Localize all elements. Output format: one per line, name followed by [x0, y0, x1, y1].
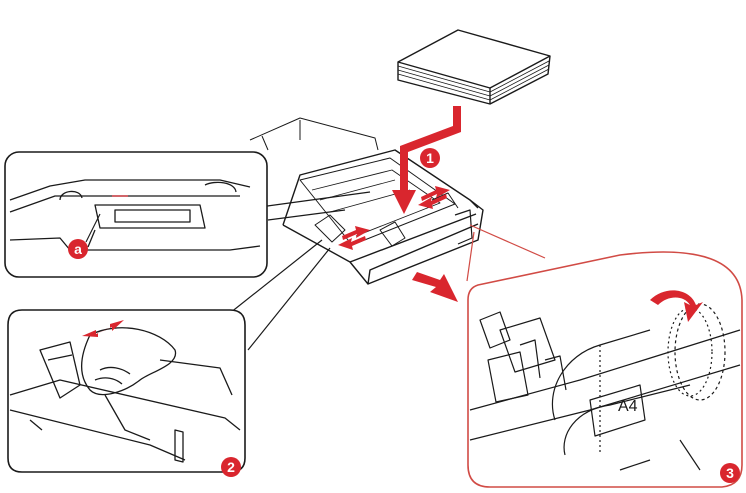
push-tray-arrow: [412, 272, 458, 302]
marker-2: [221, 457, 241, 477]
marker-2-label: 2: [227, 459, 235, 475]
callout-leader-lines: [229, 191, 371, 351]
marker-3-label: 3: [726, 465, 734, 481]
rotate-dial-arrow: [650, 290, 703, 322]
callout-size-dial-detail: A4 3: [467, 251, 743, 488]
callout-leader-lines-red: [466, 224, 546, 282]
size-dial-label: A4: [618, 398, 638, 415]
printer-tray-drawing: [249, 117, 484, 285]
marker-1-label: 1: [426, 150, 434, 166]
callout-paper-guide-detail: 2: [7, 309, 246, 477]
marker-a: [68, 239, 88, 259]
insert-paper-arrow: [392, 106, 461, 214]
callout-latch-detail: a: [4, 151, 268, 278]
guide-arrows-tray: [338, 186, 450, 250]
marker-a-label: a: [74, 241, 82, 257]
marker-3: [720, 463, 740, 483]
guide-arrow-callout-2: [82, 320, 124, 337]
marker-1: [420, 148, 440, 168]
paper-stack: [397, 29, 551, 105]
